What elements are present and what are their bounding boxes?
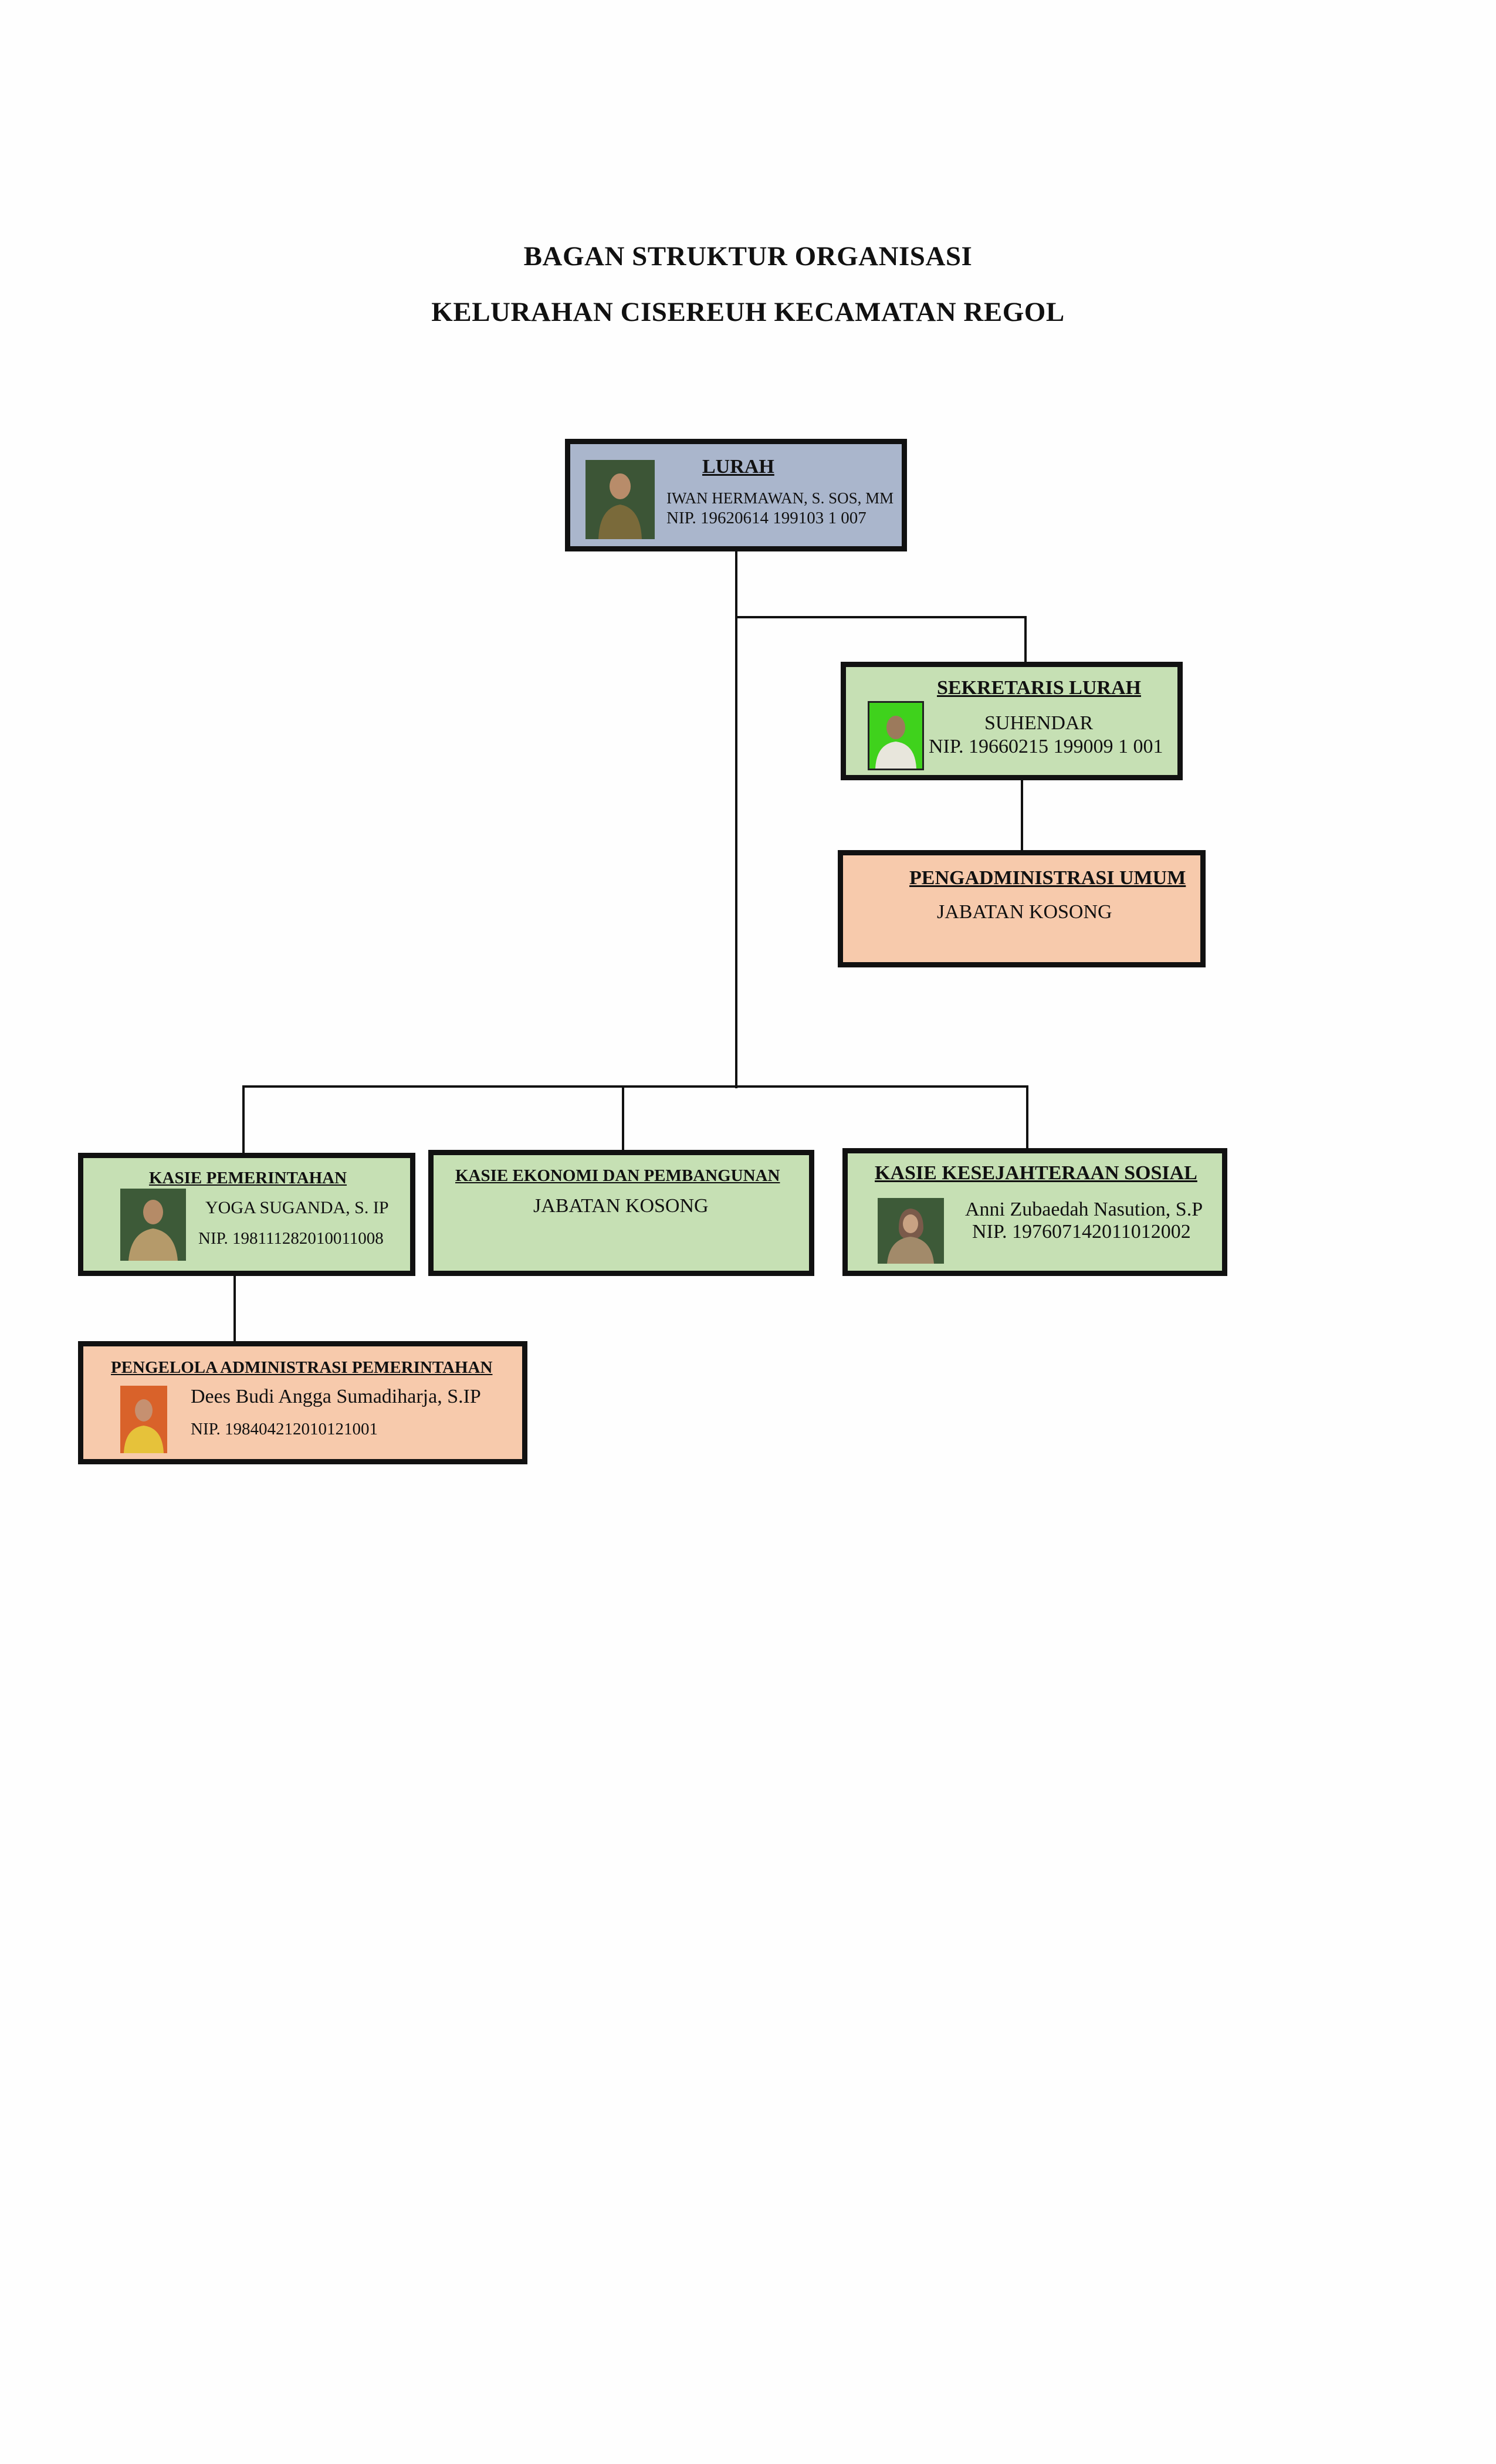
kasie-ekonomi-role: KASIE EKONOMI DAN PEMBANGUNAN — [455, 1166, 780, 1185]
lurah-box: LURAH IWAN HERMAWAN, S. SOS, MM NIP. 196… — [565, 439, 907, 551]
person-icon — [120, 1386, 167, 1453]
kasie-ekonomi-box: KASIE EKONOMI DAN PEMBANGUNAN JABATAN KO… — [428, 1150, 814, 1276]
pengadministrasi-umum-box: PENGADMINISTRASI UMUM JABATAN KOSONG — [838, 850, 1206, 967]
person-icon — [585, 460, 655, 539]
lurah-nip: NIP. 19620614 199103 1 007 — [666, 509, 867, 527]
chart-subtitle: KELURAHAN CISEREUH KECAMATAN REGOL — [431, 297, 1065, 327]
person-icon — [878, 1198, 944, 1264]
sekretaris-name: SUHENDAR — [984, 712, 1094, 734]
kasie-pemerintahan-box: KASIE PEMERINTAHAN YOGA SUGANDA, S. IP N… — [78, 1153, 415, 1276]
person-icon — [120, 1189, 186, 1261]
kasie-pemerintahan-nip: NIP. 198111282010011008 — [198, 1229, 384, 1248]
kasie-kesejahteraan-name: Anni Zubaedah Nasution, S.P — [965, 1199, 1203, 1220]
person-icon — [869, 703, 922, 769]
sekretaris-role: SEKRETARIS LURAH — [937, 677, 1141, 699]
connector-pemerintahan-to-pengelola — [233, 1276, 236, 1343]
kasie-pemerintahan-role: KASIE PEMERINTAHAN — [149, 1169, 347, 1187]
connector-kasie-ekonomi-drop — [622, 1085, 624, 1153]
pengadministrasi-umum-status: JABATAN KOSONG — [937, 901, 1112, 923]
pengelola-admin-nip: NIP. 198404212010121001 — [191, 1420, 378, 1439]
connector-kasie-kesejahteraan-drop — [1026, 1085, 1028, 1151]
lurah-photo — [585, 460, 655, 539]
connector-sekretaris-drop — [1024, 616, 1027, 666]
connector-kasie-pemerintahan-drop — [242, 1085, 245, 1156]
pengadministrasi-umum-role: PENGADMINISTRASI UMUM — [909, 867, 1186, 889]
chart-title: BAGAN STRUKTUR ORGANISASI — [523, 241, 973, 272]
kasie-ekonomi-status: JABATAN KOSONG — [533, 1195, 709, 1217]
connector-lurah-trunk — [735, 551, 737, 1088]
pengelola-admin-name: Dees Budi Angga Sumadiharja, S.IP — [191, 1386, 481, 1407]
kasie-kesejahteraan-photo — [878, 1198, 944, 1264]
kasie-kesejahteraan-nip: NIP. 197607142011012002 — [972, 1221, 1191, 1243]
sekretaris-box: SEKRETARIS LURAH SUHENDAR NIP. 19660215 … — [841, 662, 1183, 780]
sekretaris-nip: NIP. 19660215 199009 1 001 — [929, 736, 1163, 757]
lurah-role: LURAH — [702, 456, 774, 478]
pengelola-admin-box: PENGELOLA ADMINISTRASI PEMERINTAHAN Dees… — [78, 1341, 527, 1464]
sekretaris-photo — [868, 701, 924, 770]
kasie-kesejahteraan-role: KASIE KESEJAHTERAAN SOSIAL — [875, 1162, 1197, 1184]
kasie-kesejahteraan-box: KASIE KESEJAHTERAAN SOSIAL Anni Zubaedah… — [842, 1148, 1227, 1276]
kasie-pemerintahan-name: YOGA SUGANDA, S. IP — [205, 1198, 389, 1217]
pengelola-admin-photo — [120, 1386, 167, 1453]
connector-kasie-horizontal — [242, 1085, 1028, 1088]
connector-sekretaris-to-umum — [1021, 780, 1023, 854]
lurah-name: IWAN HERMAWAN, S. SOS, MM — [666, 489, 894, 507]
pengelola-admin-role: PENGELOLA ADMINISTRASI PEMERINTAHAN — [111, 1358, 493, 1377]
connector-sekretaris-horizontal — [735, 616, 1027, 618]
kasie-pemerintahan-photo — [120, 1189, 186, 1261]
